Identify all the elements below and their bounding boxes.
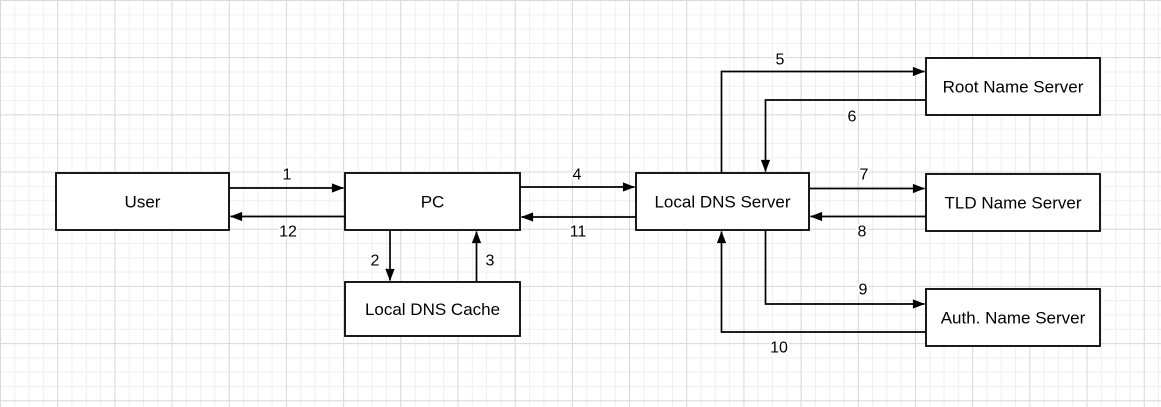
- node-pc: PC: [344, 172, 521, 231]
- node-local-dns-server: Local DNS Server: [635, 172, 810, 231]
- edge-4: 4: [520, 165, 635, 192]
- node-local-dns-cache-label: Local DNS Cache: [365, 300, 500, 319]
- edge-4-label: 4: [573, 167, 582, 184]
- node-tld-name-server: TLD Name Server: [925, 173, 1101, 232]
- edge-10-label: 10: [770, 340, 788, 357]
- edge-8-label: 8: [858, 224, 867, 241]
- edge-11: 11: [521, 212, 636, 243]
- edge-9-label: 9: [859, 282, 868, 299]
- node-local-dns-server-box[interactable]: [635, 172, 810, 231]
- node-root-name-server-label: Root Name Server: [943, 78, 1084, 97]
- edge-6-arrow[interactable]: [760, 99, 927, 172]
- edge-2: 2: [369, 230, 395, 281]
- edge-5: 5: [720, 50, 925, 174]
- node-local-dns-cache: Local DNS Cache: [344, 281, 521, 337]
- edge-3-label: 3: [486, 253, 495, 270]
- edge-5-arrow[interactable]: [720, 66, 925, 174]
- edge-9: 9: [764, 230, 925, 309]
- node-local-dns-cache-box[interactable]: [344, 281, 521, 337]
- node-pc-box[interactable]: [344, 172, 521, 231]
- edge-2-label: 2: [371, 253, 380, 270]
- edge-9-arrow[interactable]: [764, 230, 925, 309]
- node-root-name-server-box[interactable]: [925, 57, 1101, 116]
- edge-11-label: 11: [570, 224, 587, 241]
- node-auth-name-server-box[interactable]: [925, 288, 1101, 347]
- edge-8: 8: [810, 211, 926, 243]
- edge-10-arrow[interactable]: [716, 231, 927, 333]
- node-tld-name-server-box[interactable]: [925, 173, 1101, 232]
- edge-3: 3: [471, 231, 497, 282]
- edge-5-label: 5: [776, 52, 785, 69]
- node-auth-name-server: Auth. Name Server: [925, 288, 1101, 347]
- edge-12: 12: [230, 211, 345, 243]
- edge-7: 7: [809, 165, 925, 194]
- node-tld-name-server-label: TLD Name Server: [945, 194, 1082, 213]
- edge-6: 6: [760, 99, 927, 172]
- node-user-box[interactable]: [55, 172, 230, 231]
- edge-6-label: 6: [848, 109, 857, 126]
- node-pc-label: PC: [421, 193, 445, 212]
- node-root-name-server: Root Name Server: [925, 57, 1101, 116]
- edge-7-label: 7: [860, 167, 869, 184]
- node-auth-name-server-label: Auth. Name Server: [941, 309, 1086, 328]
- edge-10: 10: [716, 231, 927, 359]
- node-local-dns-server-label: Local DNS Server: [654, 193, 790, 212]
- node-user: User: [55, 172, 230, 231]
- edge-1-label: 1: [283, 167, 292, 184]
- node-user-label: User: [125, 193, 161, 212]
- edge-1: 1: [229, 165, 344, 193]
- edge-12-label: 12: [279, 224, 297, 241]
